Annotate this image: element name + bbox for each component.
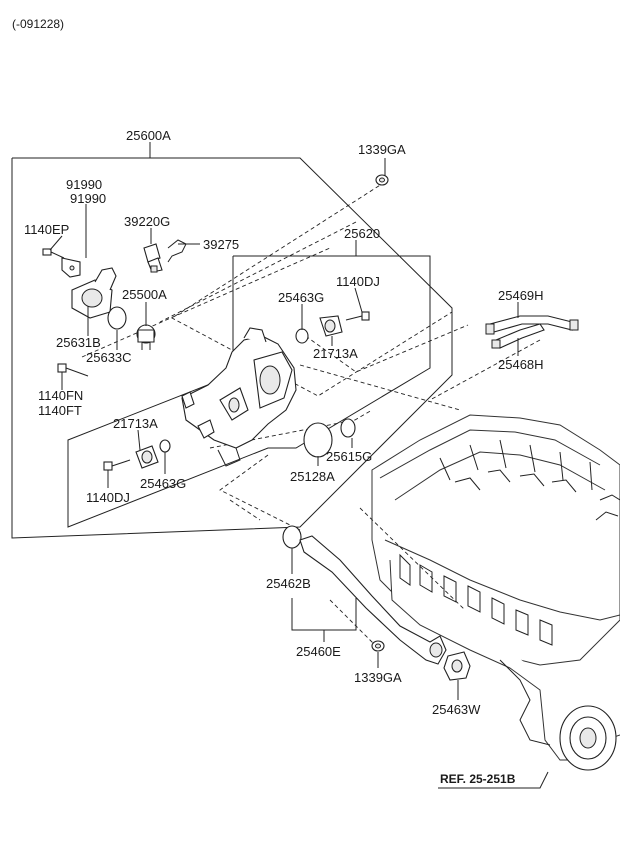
gasket-25633C — [107, 306, 127, 330]
label-25469H: 25469H — [498, 288, 544, 303]
sensor-39220G — [143, 243, 163, 273]
label-25600A: 25600A — [126, 128, 171, 143]
gasket-25463W — [443, 651, 471, 681]
label-1140DJ-bottom: 1140DJ — [86, 490, 130, 505]
label-21713A-left: 21713A — [113, 416, 158, 431]
o-ring-25615G — [340, 418, 356, 438]
label-39220G: 39220G — [124, 214, 170, 229]
o-ring-25463G-top — [295, 328, 309, 344]
label-39275: 39275 — [203, 237, 239, 252]
o-ring-25463G-bottom — [159, 439, 171, 453]
label-1339GA-bottom: 1339GA — [354, 670, 402, 685]
label-25462B: 25462B — [266, 576, 311, 591]
label-25460E: 25460E — [296, 644, 341, 659]
engine-block — [371, 414, 620, 771]
sensor-21713A-right — [319, 315, 343, 337]
part-labels: 25600A 1339GA 91990 91990 1140EP 39220G … — [24, 128, 544, 786]
leader-lines — [49, 158, 549, 789]
bolt-1140DJ-bottom — [103, 459, 131, 471]
hose-25468H — [491, 323, 545, 349]
bracket-91990 — [61, 257, 81, 278]
label-25463W: 25463W — [432, 702, 481, 717]
label-25128A: 25128A — [290, 469, 335, 484]
label-1140DJ-top: 1140DJ — [336, 274, 380, 289]
bolt-1140EP — [42, 248, 65, 259]
code-range-label: (-091228) — [12, 17, 64, 31]
label-25500A: 25500A — [122, 287, 167, 302]
assembly-outline-25600A — [11, 142, 453, 539]
label-25631B: 25631B — [56, 335, 101, 350]
label-1140FN: 1140FN — [38, 388, 83, 403]
water-outlet-25631B — [71, 267, 117, 319]
hose-25469H — [485, 315, 579, 335]
label-21713A-right: 21713A — [313, 346, 358, 361]
reference-label: REF. 25-251B — [440, 772, 516, 786]
label-25468H: 25468H — [498, 357, 544, 372]
nut-1339GA-top — [375, 174, 389, 186]
thermostat-25500A — [136, 324, 156, 350]
sensor-21713A-left — [135, 445, 159, 469]
label-1140EP: 1140EP — [24, 222, 69, 237]
clip-39275 — [167, 239, 187, 263]
water-housing-25620 — [181, 327, 297, 467]
label-25463G-bottom: 25463G — [140, 476, 186, 491]
label-25620: 25620 — [344, 226, 380, 241]
o-ring-25462B — [282, 525, 302, 549]
label-25463G-top: 25463G — [278, 290, 324, 305]
label-91990-a: 91990 — [66, 177, 102, 192]
label-91990-b: 91990 — [70, 191, 106, 206]
nut-1339GA-bottom — [371, 640, 385, 652]
label-25633C: 25633C — [86, 350, 132, 365]
label-1140FT: 1140FT — [38, 403, 82, 418]
dashed-leaders — [81, 181, 541, 651]
label-25615G: 25615G — [326, 449, 372, 464]
label-1339GA-top: 1339GA — [358, 142, 406, 157]
pipe-25460E — [299, 535, 447, 665]
bolt-1140DJ-top — [345, 311, 370, 321]
